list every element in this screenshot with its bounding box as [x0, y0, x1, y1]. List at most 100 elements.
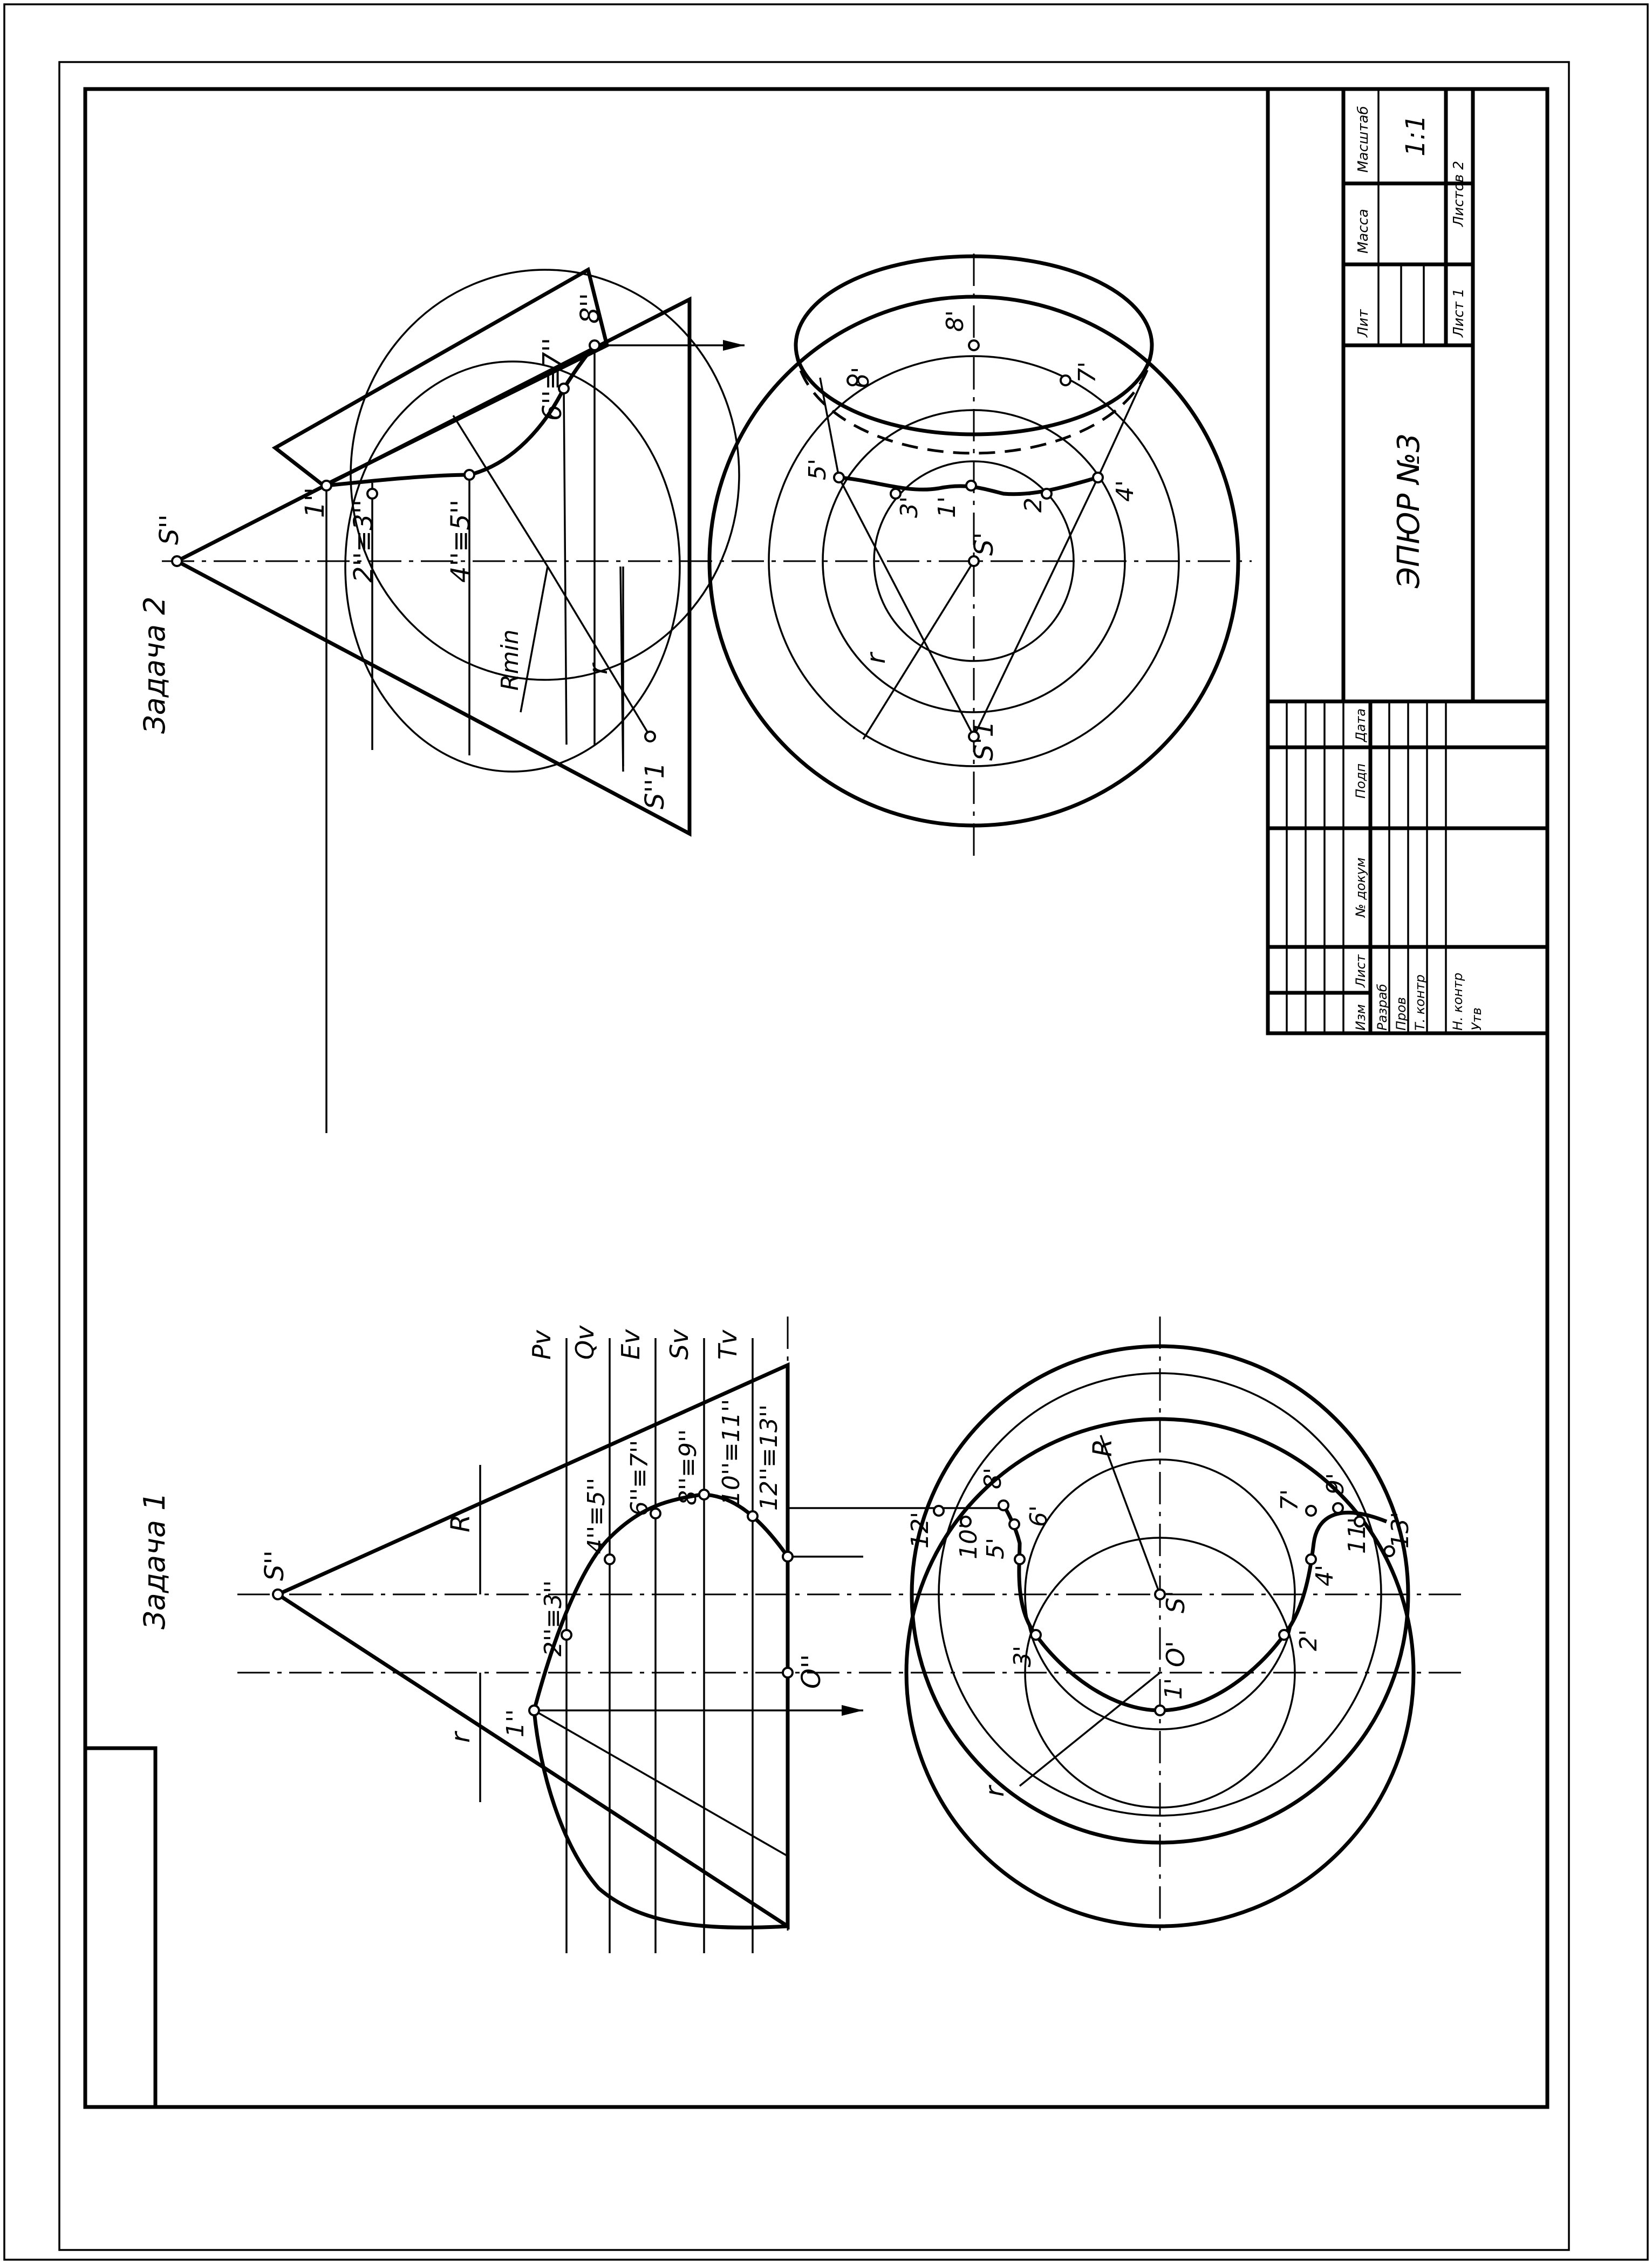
task1-point-2-top	[1278, 1629, 1290, 1641]
task1-label-6-top: 6'	[1025, 1505, 1053, 1527]
task1-aux-circle-2	[1024, 1458, 1296, 1730]
task1-group: Задача 1 Pv Qv Ev Sv Tv R r	[138, 1317, 1467, 1953]
task1-label-O-front: O''	[796, 1654, 827, 1689]
task2-point-3-top	[890, 488, 902, 500]
role-approved: Утв	[1469, 1007, 1484, 1031]
task1-plane-E: Ev	[616, 1329, 645, 1360]
task1-cylinder-top	[904, 1417, 1416, 1928]
task1-label-1011-front: 10''≡11''	[718, 1399, 745, 1505]
task2-point-45-front	[463, 469, 475, 481]
title-lit-header: Лит	[1355, 309, 1371, 338]
task2-label-8-top: 8'	[941, 310, 969, 332]
task1-cone-base-top	[910, 1344, 1410, 1845]
task1-label-7-top: 7'	[1276, 1489, 1303, 1511]
task2-aux-sphere-1	[350, 269, 740, 681]
task2-point-2-top	[1041, 488, 1053, 500]
rev-sign-header: Подп	[1353, 763, 1368, 799]
task2-aux-circle-2	[822, 409, 1126, 713]
task2-point-7-top	[1060, 374, 1071, 386]
drawing-title: ЭПЮР №3	[1391, 433, 1426, 589]
task2-label-1-top: 1'	[933, 496, 961, 518]
task1-label-4-top: 4'	[1311, 1565, 1339, 1586]
task2-cylinder-hidden	[794, 345, 1153, 455]
task2-label-7-top: 7'	[1074, 362, 1101, 383]
role-tech-control: Т. контр	[1412, 974, 1428, 1031]
task1-point-10-top	[960, 1516, 972, 1527]
task1-cutting-planes	[565, 1338, 754, 1953]
task1-point-5-top	[1014, 1553, 1026, 1565]
task2-title: Задача 2	[138, 596, 172, 734]
task1-label-3-top: 3'	[1009, 1646, 1036, 1667]
task1-label-1-front: 1''	[502, 1709, 529, 1737]
task1-point-S-top	[1154, 1588, 1166, 1600]
task2-label-67-front: 6''≡7''	[537, 338, 568, 421]
task1-dim-r-top: r	[980, 1784, 1010, 1797]
task2-cone-base-top	[707, 295, 1240, 828]
task1-point-1011-front	[747, 1510, 759, 1522]
task2-label-5-top: 5'	[804, 459, 831, 480]
task1-label-1213-front: 12''≡13''	[755, 1404, 783, 1511]
task2-aux-sphere-2	[344, 360, 681, 773]
task1-point-67-front	[650, 1508, 661, 1519]
task1-label-5-top: 5'	[982, 1538, 1009, 1559]
task1-aux-circle-3	[1024, 1537, 1296, 1809]
task1-label-45-front: 4''≡5''	[583, 1478, 610, 1554]
task2-label-45-front: 4''≡5''	[446, 500, 476, 583]
task2-label-23-front: 2''≡3''	[349, 500, 379, 583]
task2-label-4-top: 4'	[1111, 480, 1139, 502]
task2-label-8-front: 8''	[575, 293, 605, 324]
task2-dim-r-top: r	[861, 651, 891, 664]
task2-point-S1-front	[644, 731, 656, 742]
role-norm-control: Н. контр	[1450, 973, 1465, 1031]
task2-point-4-top	[1092, 472, 1104, 483]
task1-label-89-front: 8''≡9''	[674, 1429, 702, 1505]
title-scale-header: Масштаб	[1355, 106, 1371, 173]
task1-label-23-front: 2''≡3''	[540, 1580, 567, 1656]
task1-label-2-top: 2'	[1295, 1629, 1322, 1651]
task1-dim-R: R	[446, 1515, 476, 1532]
rev-doc-header: № докум	[1353, 857, 1368, 918]
task2-point-8-front	[589, 339, 600, 351]
task2-point-1-front	[320, 480, 332, 492]
task1-label-67-front: 6''≡7''	[626, 1440, 653, 1516]
task2-point-S-front	[171, 555, 183, 567]
role-checked: Пров	[1394, 997, 1409, 1031]
task1-plane-T: Tv	[713, 1329, 742, 1360]
task2-point-S1-top	[968, 731, 980, 742]
task2-intersection-front	[326, 344, 596, 488]
task1-point-13-top	[1383, 1545, 1395, 1557]
task2-dim-rmin: Rmin	[496, 629, 524, 691]
task1-point-1-top	[1154, 1704, 1166, 1716]
task2-aux-circle-3	[873, 460, 1075, 662]
task1-point-11-top	[1354, 1516, 1366, 1527]
task1-point-45-front	[604, 1553, 616, 1565]
rev-list-header: Лист	[1353, 954, 1368, 988]
outer-trim-border	[3, 3, 1649, 2261]
task2-label-S-top: S'	[969, 532, 999, 556]
task1-label-1-top: 1'	[1160, 1678, 1187, 1700]
rev-date-header: Дата	[1353, 708, 1368, 742]
task1-point-8-top	[998, 1499, 1009, 1511]
task2-label-1-front: 1''	[300, 487, 330, 518]
task1-point-1213-front	[782, 1551, 794, 1563]
task1-plane-P: Pv	[527, 1329, 556, 1360]
task2-aux-circle-1	[768, 355, 1180, 767]
task2-label-S-front: S''	[154, 514, 185, 545]
task1-plane-Q: Qv	[570, 1325, 599, 1360]
title-sheet-number: Лист 1	[1451, 288, 1467, 338]
task1-point-3-top	[1030, 1629, 1042, 1641]
task1-point-9-top	[1332, 1502, 1344, 1514]
task1-intersection-top	[1002, 1504, 1388, 1713]
task1-point-89-front	[698, 1489, 710, 1501]
title-block: Лит Масса Масштаб 1:1 Лист 1 Листов 2 ЭП…	[1266, 87, 1549, 1035]
title-scale-value: 1:1	[1401, 115, 1431, 156]
task2-cone-front	[173, 296, 692, 837]
task1-point-12-top	[933, 1505, 945, 1517]
role-developed: Разраб	[1375, 984, 1390, 1031]
drawing-frame	[83, 87, 1549, 2109]
task2-point-1-top	[965, 480, 977, 492]
task2-group: Задача 2 r Rmin S'' 1'' 2''≡3'' 4	[138, 254, 1252, 1133]
rev-izm-header: Изм	[1353, 1004, 1368, 1031]
task2-point-5-top	[833, 472, 845, 483]
task2-dim-r: r	[583, 662, 613, 674]
